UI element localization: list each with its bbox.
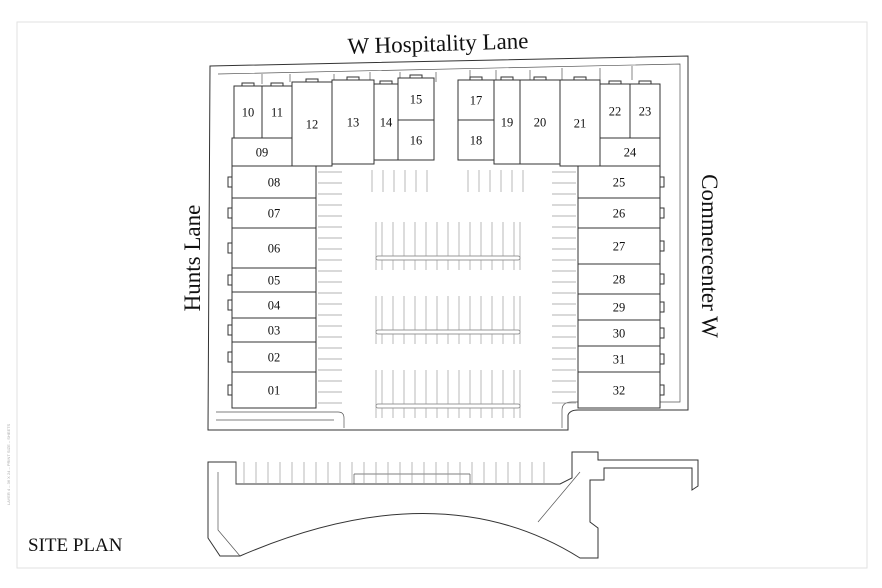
unit-09: 09 — [231, 137, 293, 167]
sheet-note: LAYER 4 – 36 X 24 – PRINT SIZE – SHEETS — [6, 423, 11, 505]
unit-20: 20 — [519, 76, 561, 165]
unit-25: 25 — [577, 165, 665, 199]
unit-label: 17 — [470, 94, 483, 108]
unit-22: 22 — [599, 80, 631, 139]
unit-label: 04 — [268, 299, 281, 313]
unit-02: 02 — [227, 341, 317, 373]
unit-label: 18 — [470, 134, 483, 148]
unit-label: 13 — [347, 116, 360, 130]
unit-01: 01 — [227, 371, 317, 409]
unit-21: 21 — [559, 76, 601, 167]
unit-label: 28 — [613, 273, 626, 287]
unit-04: 04 — [227, 291, 317, 319]
unit-29: 29 — [577, 293, 665, 321]
unit-label: 12 — [306, 118, 319, 132]
unit-label: 05 — [268, 274, 281, 288]
street-label-west: Hunts Lane — [180, 205, 205, 312]
unit-18: 18 — [457, 119, 495, 161]
unit-label: 16 — [410, 134, 423, 148]
unit-label: 01 — [268, 384, 281, 398]
unit-label: 25 — [613, 176, 626, 190]
unit-19: 19 — [493, 76, 521, 165]
unit-label: 08 — [268, 176, 281, 190]
unit-06: 06 — [227, 227, 317, 269]
north-notches — [261, 66, 633, 84]
unit-32: 32 — [577, 371, 665, 409]
parking-island — [375, 222, 521, 270]
unit-27: 27 — [577, 227, 665, 265]
unit-15: 15 — [397, 74, 435, 121]
unit-12: 12 — [291, 78, 333, 167]
unit-08: 08 — [227, 165, 317, 199]
unit-label: 20 — [534, 116, 547, 130]
street-label-east: Commercenter W — [697, 174, 722, 338]
unit-10: 10 — [233, 82, 263, 139]
unit-30: 30 — [577, 319, 665, 347]
unit-13: 13 — [331, 76, 375, 165]
unit-05: 05 — [227, 267, 317, 293]
unit-label: 21 — [574, 117, 587, 131]
parking-island — [375, 296, 521, 344]
unit-label: 15 — [410, 93, 423, 107]
unit-24: 24 — [599, 137, 661, 167]
unit-label: 06 — [268, 242, 281, 256]
parking-stalls — [243, 170, 576, 484]
unit-03: 03 — [227, 317, 317, 343]
unit-label: 14 — [380, 116, 393, 130]
unit-label: 31 — [613, 353, 626, 367]
unit-label: 07 — [268, 207, 281, 221]
unit-label: 09 — [256, 146, 269, 160]
parking-islands — [375, 222, 521, 418]
unit-label: 19 — [501, 116, 514, 130]
unit-label: 26 — [613, 207, 626, 221]
unit-26: 26 — [577, 197, 665, 229]
street-label-north: W Hospitality Lane — [347, 28, 529, 59]
unit-label: 10 — [242, 106, 255, 120]
unit-label: 11 — [271, 106, 283, 120]
unit-label: 24 — [624, 146, 637, 160]
unit-28: 28 — [577, 263, 665, 295]
unit-buildings: 01 02 03 04 05 06 07 08 09 10 11 12 13 14 15 16 17 18 19 20… — [227, 74, 665, 409]
unit-label: 02 — [268, 351, 281, 365]
unit-17: 17 — [457, 76, 495, 121]
south-arch-inner — [217, 462, 581, 557]
unit-23: 23 — [629, 80, 661, 139]
unit-14: 14 — [373, 80, 399, 161]
unit-label: 03 — [268, 324, 281, 338]
unit-label: 30 — [613, 327, 626, 341]
unit-label: 29 — [613, 301, 626, 315]
unit-label: 32 — [613, 384, 626, 398]
unit-31: 31 — [577, 345, 665, 373]
parking-island — [375, 370, 521, 418]
sheet-border — [16, 21, 868, 569]
site-plan-title: SITE PLAN — [28, 535, 123, 556]
unit-label: 23 — [639, 105, 652, 119]
unit-11: 11 — [261, 82, 293, 139]
unit-label: 22 — [609, 105, 622, 119]
unit-07: 07 — [227, 197, 317, 229]
unit-16: 16 — [397, 119, 435, 161]
unit-label: 27 — [613, 240, 626, 254]
sw-curb — [216, 411, 345, 428]
south-structure — [207, 451, 699, 559]
